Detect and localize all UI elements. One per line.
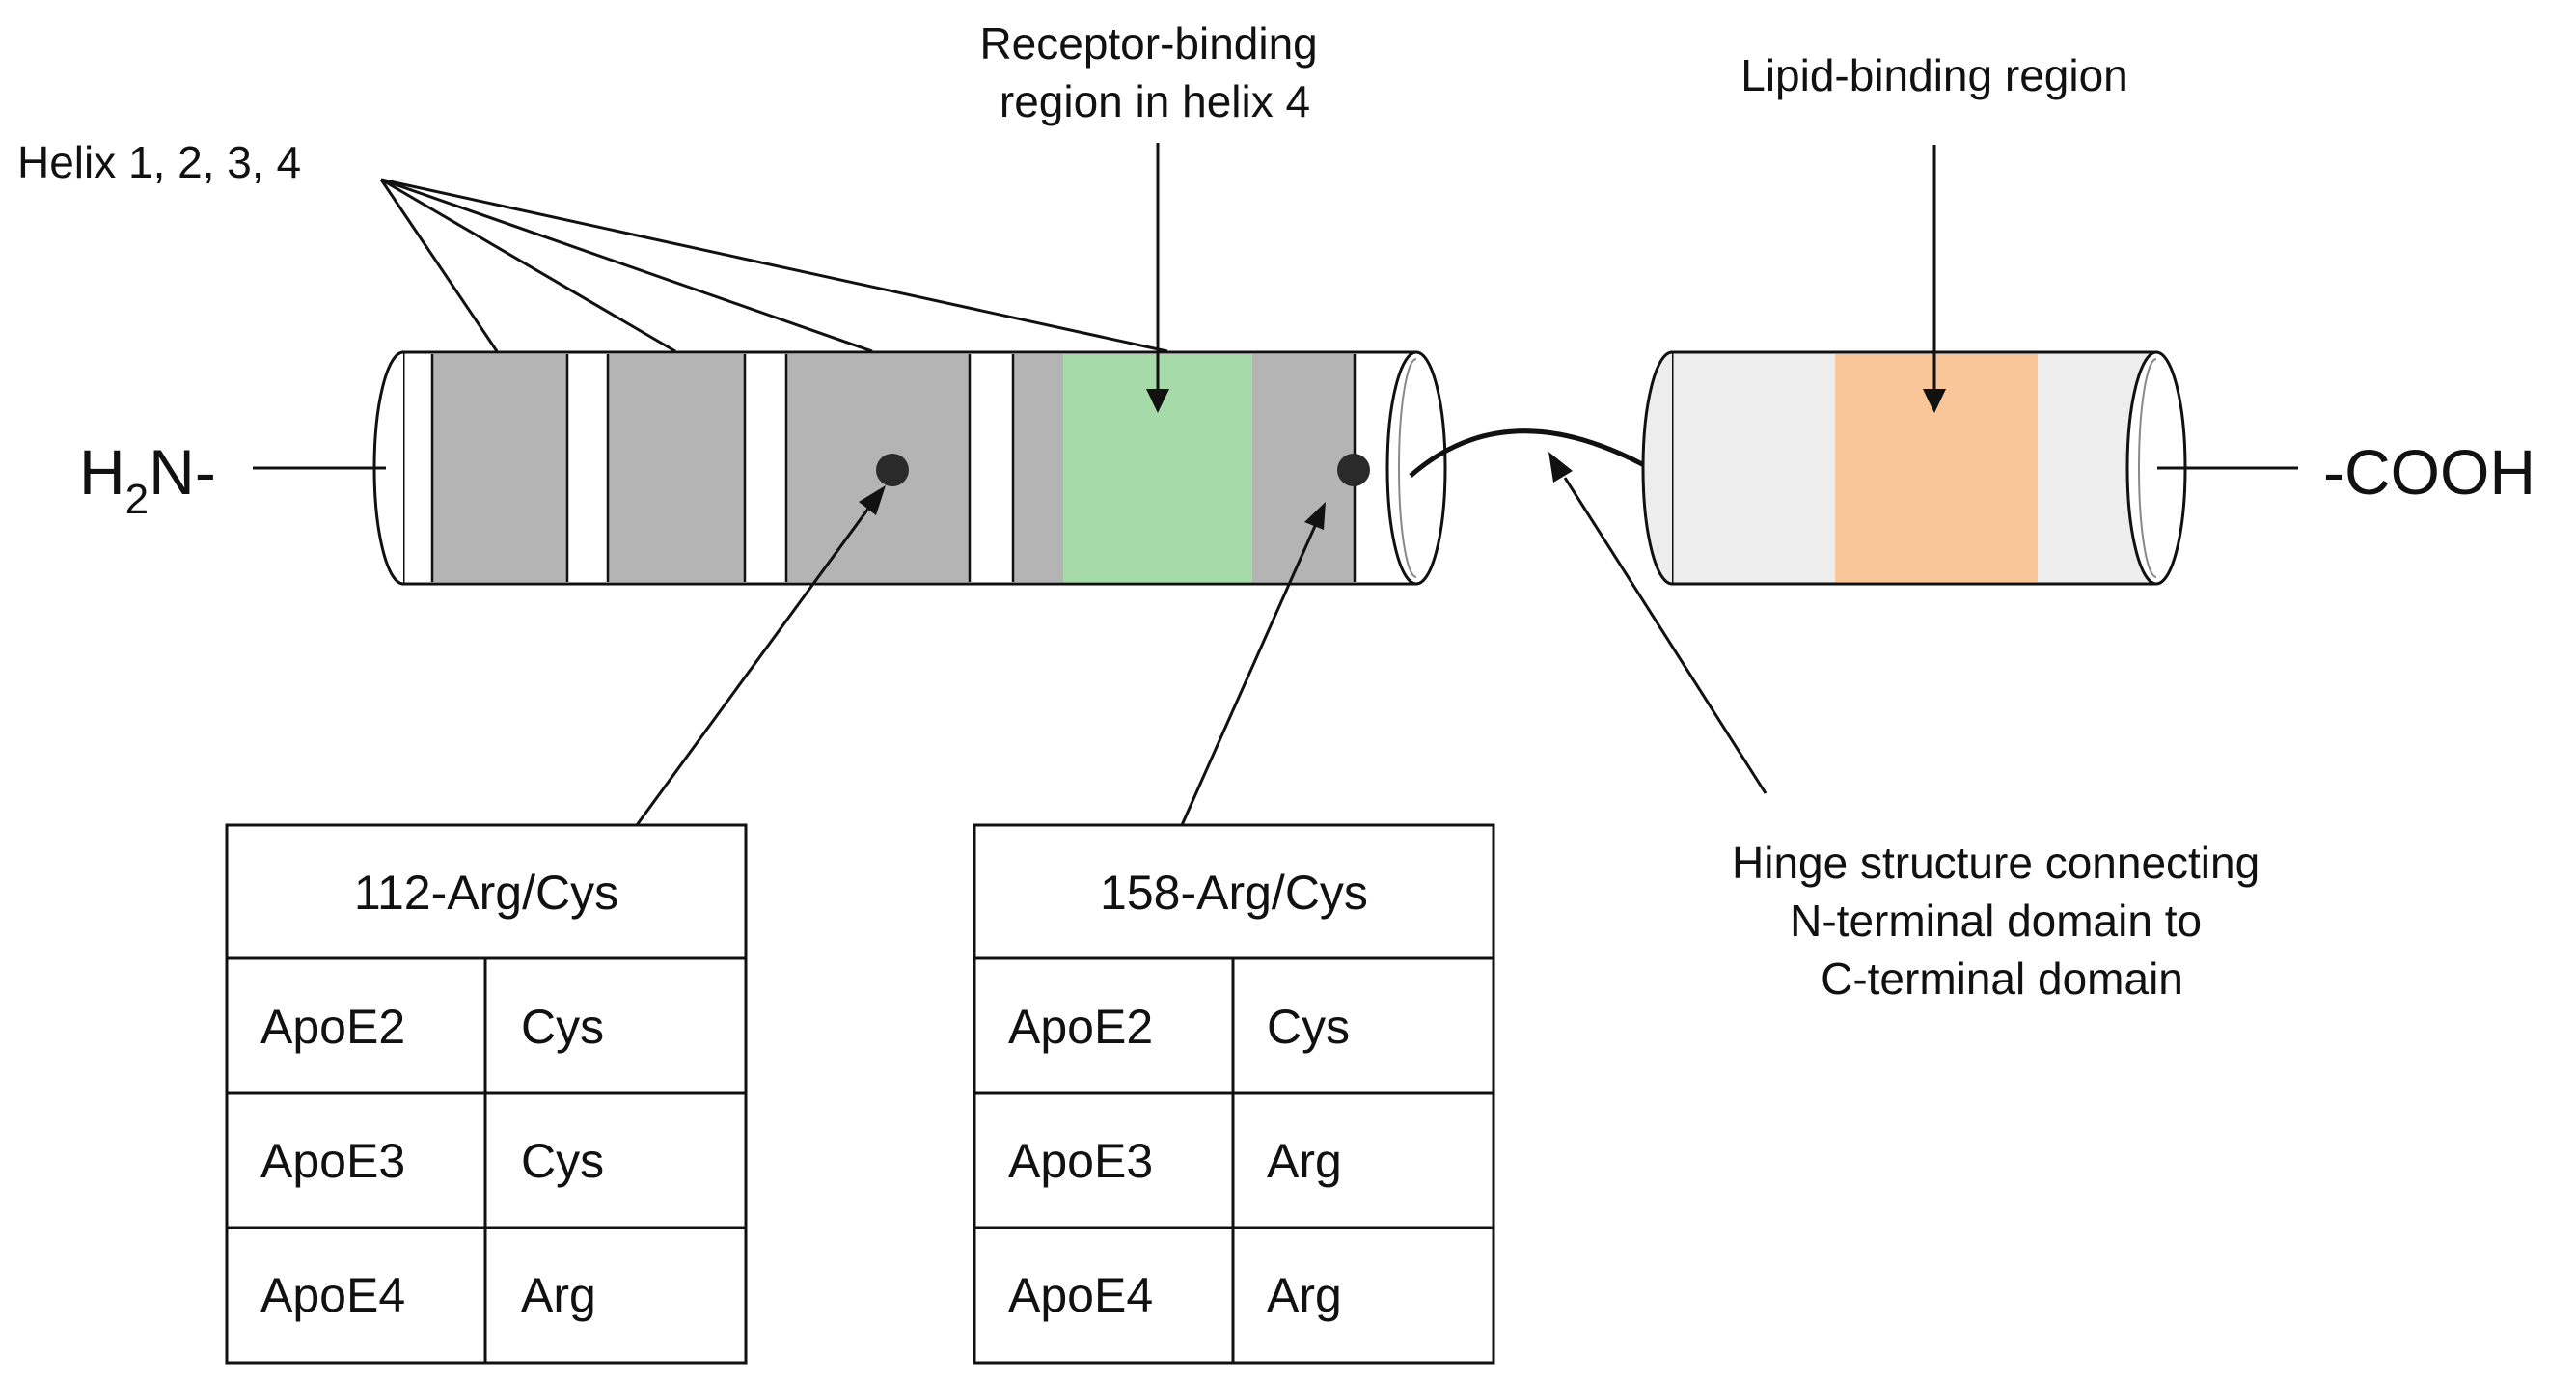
helix-3-pointer bbox=[380, 178, 873, 353]
helix-1-segment bbox=[432, 354, 567, 582]
helix-4-segment-left bbox=[1013, 354, 1063, 582]
hinge-arrow-line bbox=[1563, 477, 1768, 794]
table-cell-residue: Arg bbox=[1267, 1134, 1342, 1188]
helix-1-pointer bbox=[379, 179, 499, 352]
lipid-binding-segment bbox=[1835, 354, 2038, 582]
helix-4-pointer bbox=[380, 178, 1168, 353]
n-domain-right-cap-inner bbox=[1398, 358, 1417, 578]
lipid-binding-label: Lipid-binding region bbox=[1740, 50, 2128, 100]
table-cell-residue: Arg bbox=[521, 1268, 596, 1322]
hinge-arrowhead bbox=[1548, 452, 1573, 483]
helix-label: Helix 1, 2, 3, 4 bbox=[17, 137, 301, 187]
n-terminal-domain bbox=[372, 350, 1447, 586]
site-158-arrow-line bbox=[1180, 525, 1317, 826]
receptor-binding-label: Receptor-binding region in helix 4 bbox=[979, 18, 1329, 126]
table-cell-variant: ApoE2 bbox=[1008, 1000, 1153, 1054]
helix-2-pointer bbox=[380, 178, 676, 353]
table-158: 158-Arg/Cys ApoE2 Cys ApoE3 Arg ApoE4 Ar… bbox=[973, 823, 1495, 1365]
table-cell-variant: ApoE3 bbox=[260, 1134, 405, 1188]
site-112-arrowhead bbox=[859, 485, 886, 515]
table-cell-residue: Cys bbox=[521, 1000, 604, 1054]
site-112-dot bbox=[876, 454, 909, 486]
table-cell-variant: ApoE4 bbox=[1008, 1268, 1153, 1322]
site-158-dot bbox=[1337, 454, 1370, 486]
c-terminal-domain bbox=[1641, 350, 2187, 586]
receptor-arrowhead bbox=[1146, 389, 1169, 413]
table-cell-variant: ApoE3 bbox=[1008, 1134, 1153, 1188]
n-terminus-label: H2N- bbox=[79, 436, 216, 523]
c-domain-right-cap-inner bbox=[2138, 358, 2157, 578]
c-domain-left-cap bbox=[1641, 350, 1673, 586]
table-158-header: 158-Arg/Cys bbox=[1100, 866, 1368, 920]
site-112-arrow-line bbox=[635, 508, 870, 826]
hinge-curve bbox=[1409, 428, 1673, 483]
helix-2-segment bbox=[608, 354, 745, 582]
table-cell-variant: ApoE4 bbox=[260, 1268, 405, 1322]
table-cell-residue: Cys bbox=[521, 1134, 604, 1188]
table-112-header: 112-Arg/Cys bbox=[354, 866, 618, 920]
table-cell-residue: Cys bbox=[1267, 1000, 1350, 1054]
table-cell-residue: Arg bbox=[1267, 1268, 1342, 1322]
site-158-arrowhead bbox=[1304, 502, 1326, 530]
table-cell-variant: ApoE2 bbox=[260, 1000, 405, 1054]
lipid-arrowhead bbox=[1923, 389, 1946, 413]
hinge-label: Hinge structure connecting N-terminal do… bbox=[1732, 838, 2272, 1004]
table-112: 112-Arg/Cys ApoE2 Cys ApoE3 Cys ApoE4 Ar… bbox=[225, 823, 748, 1365]
c-terminus-label: -COOH bbox=[2323, 436, 2535, 508]
